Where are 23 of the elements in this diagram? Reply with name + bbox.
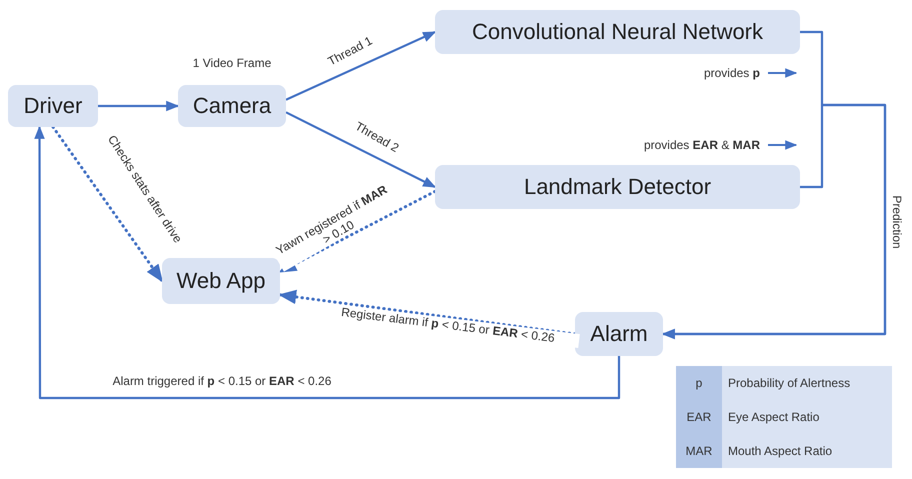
definition-text: Mouth Aspect Ratio: [722, 434, 892, 468]
annotation-text: provides p: [704, 66, 760, 80]
definition-text: Eye Aspect Ratio: [722, 400, 892, 434]
arrow: [98, 100, 180, 112]
process-box: Driver: [8, 85, 98, 127]
arrow: [286, 111, 436, 188]
dotted-arrow: [52, 126, 164, 282]
arrow: [286, 31, 436, 101]
abbreviation-text: MAR: [676, 434, 722, 468]
process-box: Camera: [178, 85, 286, 127]
abbreviation-text: EAR: [676, 400, 722, 434]
dotted-arrow: [278, 190, 436, 274]
abbreviation-text: p: [676, 366, 722, 400]
process-box: Landmark Detector: [435, 165, 800, 209]
dotted-arrow: [278, 290, 576, 336]
definition-text: Probability of Alertness: [722, 366, 892, 400]
annotation-text: provides EAR & MAR: [644, 138, 760, 152]
arrow: [662, 104, 886, 340]
process-box: Convolutional Neural Network: [435, 10, 800, 54]
annotation-text: 1 Video Frame: [192, 56, 272, 70]
process-box: Alarm: [575, 312, 663, 356]
process-box: Web App: [162, 258, 280, 304]
arrow: [34, 126, 620, 400]
